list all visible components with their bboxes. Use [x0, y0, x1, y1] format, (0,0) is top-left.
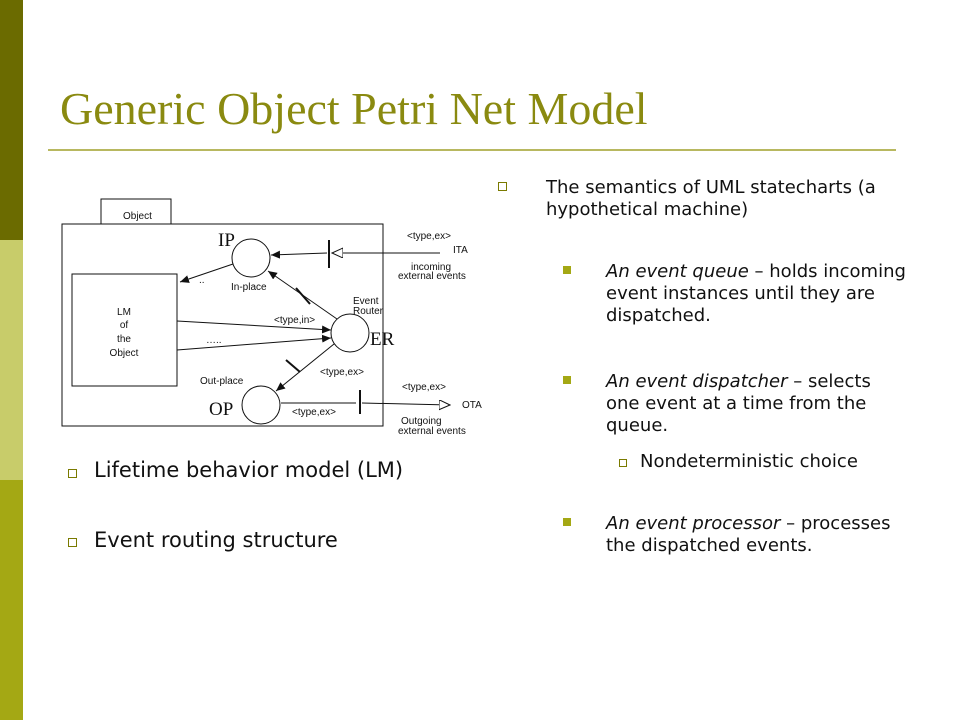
left-bullet-1: Lifetime behavior model (LM) — [94, 458, 404, 482]
main-bullet-text: The semantics of UML statecharts (a hypo… — [546, 177, 876, 220]
sub-bullet-icon — [563, 376, 571, 384]
event-queue-desc: – holds incoming event instances until t… — [606, 261, 906, 326]
event-processor-desc: – processes the dispatched events. — [606, 513, 891, 556]
nondeterministic-item: Nondeterministic choice — [640, 451, 858, 472]
er-place — [330, 313, 370, 353]
event-processor-item: An event processor – processes the dispa… — [606, 513, 906, 557]
event-processor-term: An event processor — [606, 513, 781, 534]
sidebar-stripe-top — [0, 0, 23, 240]
ip-place — [231, 238, 271, 278]
op-place — [241, 385, 281, 425]
sub-sub-bullet-icon — [619, 459, 627, 467]
title-rule — [48, 149, 896, 151]
lm-box — [71, 273, 178, 387]
bullet-icon — [68, 538, 77, 547]
event-queue-item: An event queue – holds incoming event in… — [606, 261, 906, 327]
sub-bullet-icon — [563, 518, 571, 526]
sidebar-stripe-bottom — [0, 480, 23, 720]
slide-title: Generic Object Petri Net Model — [60, 83, 648, 134]
object-tab — [100, 198, 172, 226]
sidebar-stripe-middle — [0, 240, 23, 480]
bullet-icon — [498, 182, 507, 191]
sub-bullet-icon — [563, 266, 571, 274]
event-dispatcher-desc: – selects one event at a time from the q… — [606, 371, 871, 436]
event-dispatcher-term: An event dispatcher — [606, 371, 788, 392]
bullet-icon — [68, 469, 77, 478]
event-queue-term: An event queue — [606, 261, 749, 282]
left-bullet-2: Event routing structure — [94, 528, 338, 552]
event-dispatcher-item: An event dispatcher – selects one event … — [606, 371, 906, 437]
